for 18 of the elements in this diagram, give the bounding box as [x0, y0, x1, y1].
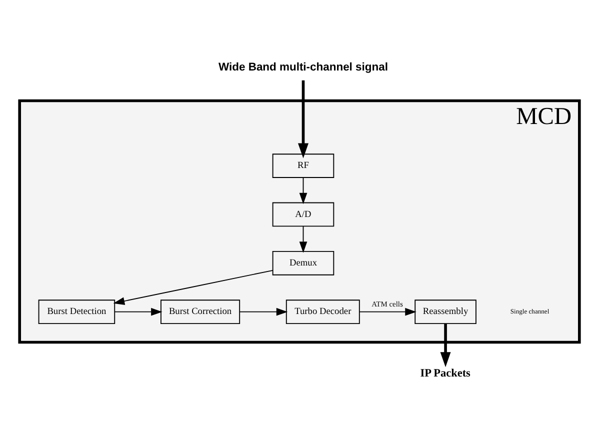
node-box: Turbo Decoder [286, 300, 360, 324]
node-text: IP Packets [420, 368, 470, 380]
arrow [298, 80, 308, 158]
arrow [440, 324, 451, 368]
node-box: Reassembly [414, 300, 476, 324]
arrow [299, 226, 308, 253]
node-box: Burst Correction [160, 300, 240, 324]
node-text: Wide Band multi-channel signal [218, 61, 388, 74]
node-box: Demux [272, 250, 334, 276]
node-box: RF [272, 154, 334, 178]
arrow [114, 308, 162, 316]
arrow [113, 270, 274, 305]
edge-label: ATM cells [372, 300, 403, 309]
node-box: Burst Detection [38, 300, 116, 324]
arrow [239, 308, 288, 316]
node-box: A/D [272, 202, 334, 227]
arrow [359, 308, 416, 316]
arrow [299, 177, 308, 204]
